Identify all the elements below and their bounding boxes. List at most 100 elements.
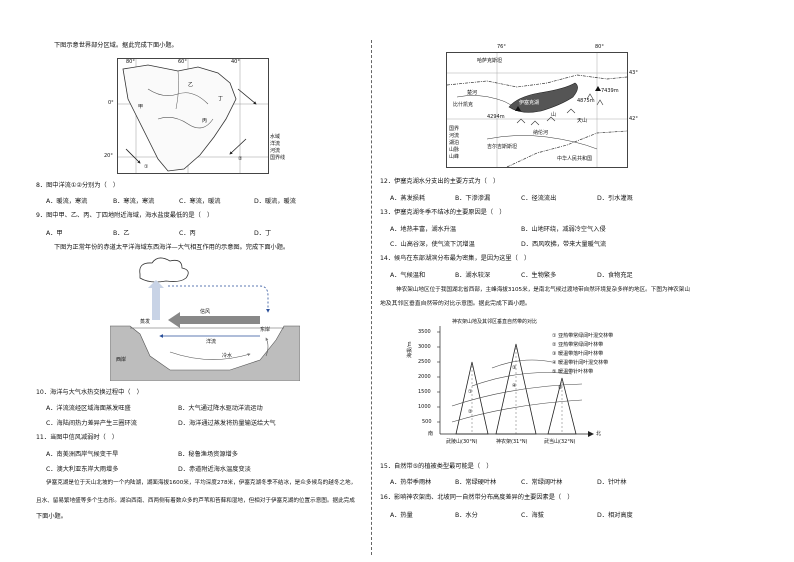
current-label: 洋流 [206, 339, 217, 345]
q9-option-a[interactable]: A．甲 [46, 230, 63, 237]
q10-option-b[interactable]: B．大气通过降水驱动洋流运动 [178, 405, 263, 412]
ytick-1500: 1500 [418, 389, 431, 395]
west-coast-label: 西岸 [116, 357, 127, 363]
legend-border2: 国界 [449, 126, 460, 132]
legend-range: 山脉 [449, 147, 460, 153]
zone-num-5: ⑤ [558, 385, 563, 391]
q10-option-a[interactable]: A．洋流流经区域海面蒸发旺盛 [46, 405, 131, 412]
chart-svg [437, 326, 594, 437]
q8-option-a[interactable]: A．暖流，寒流 [46, 198, 88, 205]
xlabel-wudang: 武当山(32°N) [544, 439, 576, 445]
label-chu-river: 楚河 [467, 90, 478, 96]
q16-option-c[interactable]: C．海拔 [521, 512, 544, 519]
intro-shennongjia-1: 神农架山地区位于我国湖北省西部，主峰海拔3105米，是南北气候过渡地带自然环境复… [396, 287, 690, 293]
legend-zone5: ⑤ 暖温带针叶林带 [552, 369, 594, 375]
q15-option-b[interactable]: B．常绿硬叶林 [455, 479, 497, 486]
legend-river2: 河流 [449, 133, 460, 139]
east-coast-label: 东岸 [260, 327, 271, 333]
q12-option-a[interactable]: A．蒸发损耗 [390, 195, 426, 202]
q10-option-c[interactable]: C．海陆间热力差异产生三圈环流 [46, 420, 137, 427]
q10-option-d[interactable]: D．海洋通过蒸发将热量输送给大气 [178, 420, 276, 427]
lat-43: 43° [629, 70, 638, 76]
vertical-zone-chart: 神农架山地及其邻区垂直自然带的对比 海拔/m 3500 3000 2500 20… [407, 318, 613, 448]
intro-map1: 下图示意世界部分区域。据此完成下面小题。 [54, 42, 178, 49]
q15-option-c[interactable]: C．常绿阔叶林 [521, 479, 563, 486]
letter-bing: 丙 [202, 118, 208, 124]
q11-option-c[interactable]: C．澳大利亚东岸大雨增多 [46, 466, 119, 473]
q14-option-a[interactable]: A．气候温和 [390, 272, 426, 279]
intro-issyk-kul-3: 下面小题。 [36, 513, 67, 520]
lon-label-60: 60° [178, 59, 187, 65]
q10-stem: 10．海洋与大气水热交换过程中（ ） [36, 389, 143, 396]
q12-option-c[interactable]: C．径流流出 [521, 195, 557, 202]
zone-num-4: ④ [512, 383, 517, 389]
q16-option-a[interactable]: A．热量 [390, 512, 413, 519]
label-north: 北 [596, 431, 602, 437]
cold-water-label: 冷水 [222, 353, 233, 359]
legend-peak: 山峰 [449, 154, 460, 160]
zone-num-2: ② [468, 409, 473, 415]
map1-svg [118, 59, 268, 173]
q14-stem: 14．候鸟在东部湖滨分布最为密集，是因为这里（ ） [380, 255, 531, 262]
zone-num-3: ③ [512, 365, 517, 371]
label-naryn: 纳伦河 [533, 130, 549, 136]
q12-option-b[interactable]: B．下渗渗漏 [455, 195, 491, 202]
q15-option-d[interactable]: D．针叶林 [597, 479, 627, 486]
column-divider [371, 40, 372, 555]
q13-option-c[interactable]: C．山高谷深，使气流下沉增温 [390, 241, 475, 248]
label-south: 南 [428, 431, 434, 437]
xlabel-shennongjia: 神农架(31°N) [496, 439, 528, 445]
chart-title: 神农架山地及其邻区垂直自然带的对比 [452, 319, 538, 325]
world-region-map: 80° 60° 40° 0° 20° 甲 乙 丙 丁 ① ② [104, 58, 269, 174]
q13-option-b[interactable]: B．山地环绕，减弱冷空气入侵 [521, 226, 606, 233]
letter-jia: 甲 [138, 104, 144, 110]
legend-border: 国界线 [270, 155, 286, 161]
current-1: ① [144, 164, 149, 170]
place-issyk-kul: 伊塞克湖 [519, 100, 540, 106]
ytick-1000: 1000 [418, 404, 431, 410]
place-kyrgyzstan: 吉尔吉斯斯坦 [487, 144, 518, 150]
q8-stem: 8．图中洋流①②分别为（ ） [36, 182, 120, 189]
ocean-atmosphere-diagram: 蒸发 信风 洋流 冷水 西岸 东岸 [109, 256, 301, 382]
legend-lake: 湖泊 [449, 140, 460, 146]
intro-diagram2: 下图为正常年份的赤道太平洋海域东西海洋—大气相互作用的示意图。完成下面小题。 [54, 244, 290, 251]
trade-wind-label: 信风 [200, 309, 211, 315]
q15-stem: 15．自然带⑤的植被类型最可能是（ ） [380, 463, 493, 470]
chart-ylabel: 海拔/m [407, 341, 413, 358]
q11-option-b[interactable]: B．秘鲁渔场资源增多 [178, 451, 238, 458]
q9-option-c[interactable]: C．丙 [179, 230, 196, 237]
q13-stem: 13．伊塞克湖冬季不结冰的主要原因是（ ） [380, 209, 506, 216]
q9-option-d[interactable]: D．丁 [254, 230, 272, 237]
q8-option-d[interactable]: D．暖流，暖流 [254, 198, 296, 205]
legend-water: 水域 [270, 134, 281, 140]
lat-42: 42° [629, 116, 638, 122]
q8-option-c[interactable]: C．寒流，暖流 [179, 198, 221, 205]
current-2: ② [238, 156, 243, 162]
q11-option-d[interactable]: D．赤道附近海水温度变淡 [178, 466, 251, 473]
ytick-500: 500 [422, 419, 432, 425]
letter-yi: 乙 [188, 82, 194, 88]
legend-zone3: ③ 暖温带落叶阔叶林带 [552, 351, 604, 357]
ytick-2500: 2500 [418, 359, 431, 365]
q14-option-c[interactable]: C．生物繁多 [521, 272, 557, 279]
q16-option-b[interactable]: B．水分 [455, 512, 478, 519]
q13-option-a[interactable]: A．地热丰富，湖水升温 [390, 226, 457, 233]
q14-option-b[interactable]: B．湖水较深 [455, 272, 491, 279]
legend-river: 河流 [270, 148, 281, 154]
q14-option-d[interactable]: D．食物充足 [597, 272, 633, 279]
letter-ding: 丁 [218, 96, 224, 102]
lon-80: 80° [595, 44, 604, 50]
legend-zone2: ② 亚热带常绿阔叶林带 [552, 342, 604, 348]
q15-option-a[interactable]: A．热带季雨林 [390, 479, 432, 486]
intro-issyk-kul-2: 且水、留易繁地盛等多个生态形。湖泊西南、西两侧有着数众多的芦苇和苔藓和湿地，但相… [36, 498, 355, 504]
q12-option-d[interactable]: D．引水灌溉 [597, 195, 633, 202]
q11-option-a[interactable]: A．南美洲西岸气候变干旱 [46, 451, 119, 458]
legend-zone4: ④ 暖温带针阔叶混交林带 [552, 360, 609, 366]
q13-option-d[interactable]: D．西风吹拂，带来大量暖气流 [521, 241, 607, 248]
label-mountain: 山 [551, 112, 557, 118]
q16-option-d[interactable]: D．相对高度 [597, 512, 633, 519]
q9-option-b[interactable]: B．乙 [113, 230, 130, 237]
q8-option-b[interactable]: B．寒流，寒流 [113, 198, 155, 205]
place-china: 中华人民共和国 [557, 156, 593, 162]
lat-label-0: 0° [108, 100, 114, 106]
